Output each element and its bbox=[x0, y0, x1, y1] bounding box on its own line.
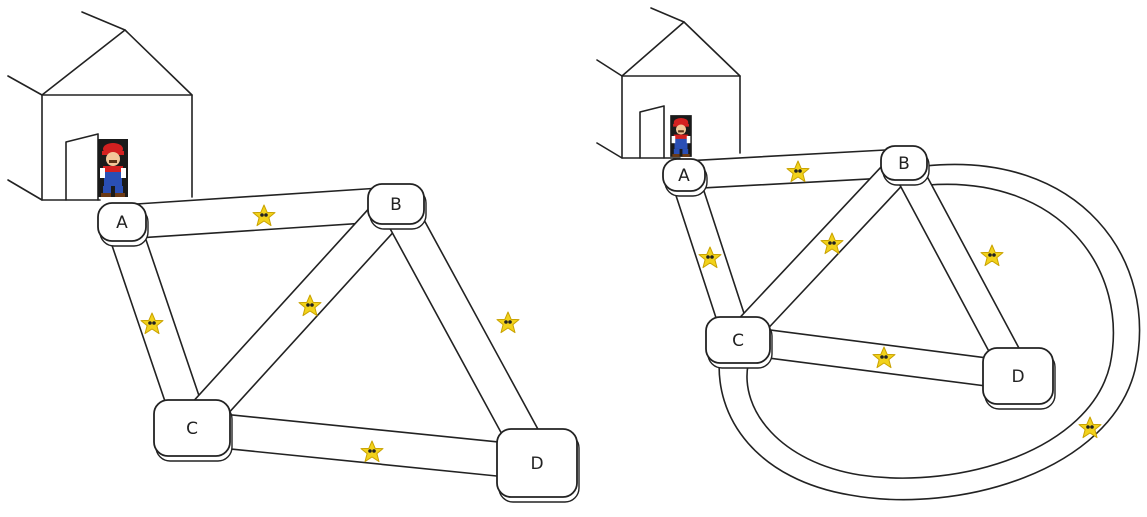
node-label: A bbox=[116, 213, 128, 233]
node-label: C bbox=[186, 419, 198, 439]
node-label: D bbox=[530, 454, 543, 474]
edge-C-D bbox=[189, 410, 540, 481]
left-figure: A B C D bbox=[7, 11, 580, 503]
right-figure: A B C D bbox=[596, 7, 1141, 501]
node-label: C bbox=[732, 331, 744, 351]
star-icon bbox=[980, 244, 1004, 267]
star-icon bbox=[496, 311, 520, 334]
node-label: D bbox=[1011, 367, 1024, 387]
node-c: C bbox=[705, 316, 773, 369]
node-label: B bbox=[390, 195, 402, 215]
nodes: A B C D bbox=[97, 183, 580, 503]
node-label: A bbox=[678, 166, 690, 186]
edges bbox=[669, 148, 1102, 439]
mario-icon bbox=[98, 139, 128, 197]
mario-icon bbox=[670, 115, 692, 157]
node-a: A bbox=[662, 158, 708, 197]
node-a: A bbox=[97, 202, 149, 247]
node-b: B bbox=[880, 145, 930, 186]
node-label: B bbox=[898, 154, 910, 174]
nodes: A B C D bbox=[662, 145, 1056, 410]
node-b: B bbox=[367, 183, 427, 230]
outer-loop-edge bbox=[718, 163, 1141, 501]
star-icon bbox=[1078, 416, 1102, 439]
house-icon bbox=[7, 11, 193, 201]
node-d: D bbox=[982, 347, 1056, 410]
node-d: D bbox=[496, 428, 580, 503]
house-icon bbox=[596, 7, 741, 159]
node-c: C bbox=[153, 399, 233, 462]
